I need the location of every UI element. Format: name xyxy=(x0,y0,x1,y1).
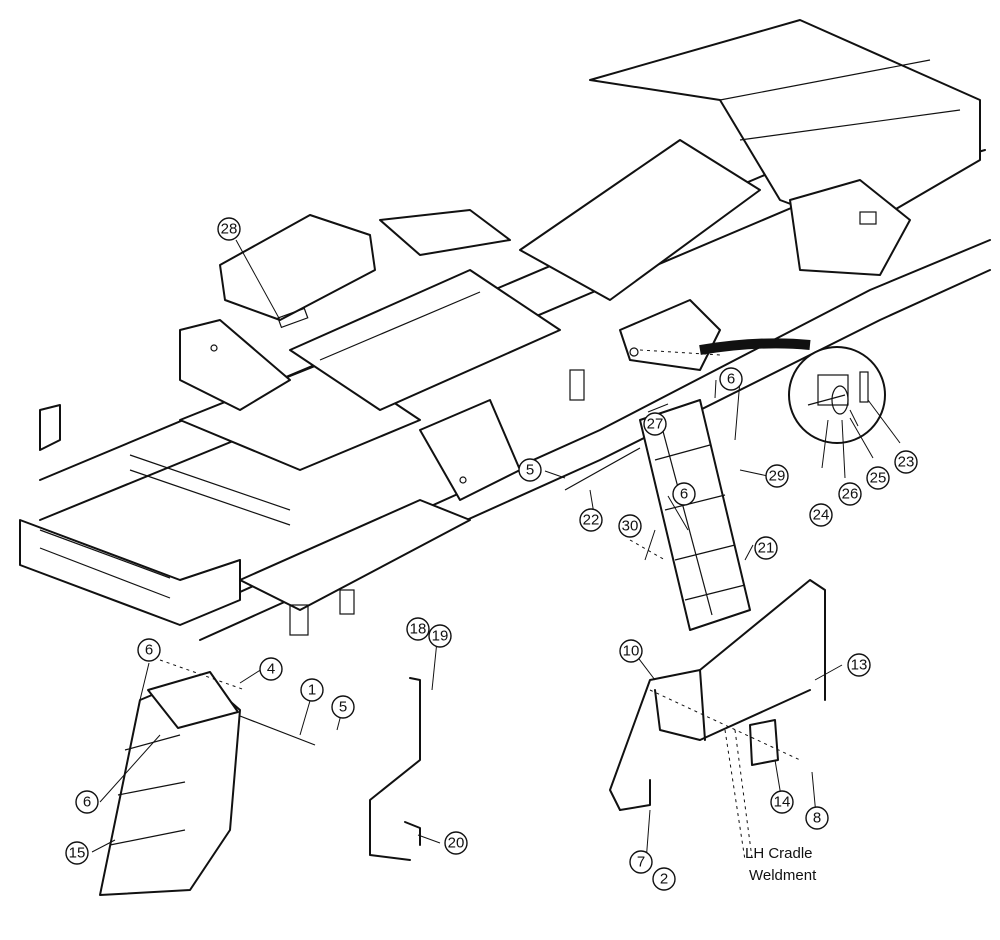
svg-text:18: 18 xyxy=(410,621,427,638)
svg-text:7: 7 xyxy=(637,854,645,871)
svg-text:23: 23 xyxy=(898,454,915,471)
callout-5: 5 xyxy=(331,695,355,719)
svg-text:5: 5 xyxy=(339,699,347,716)
callout-27: 27 xyxy=(643,412,667,436)
leader-lines xyxy=(91,239,901,863)
svg-text:6: 6 xyxy=(727,371,735,388)
main-frame xyxy=(19,19,991,641)
svg-text:2: 2 xyxy=(660,871,668,888)
callout-26: 26 xyxy=(838,482,862,506)
svg-text:14: 14 xyxy=(774,794,791,811)
svg-text:5: 5 xyxy=(526,462,534,479)
svg-text:25: 25 xyxy=(870,470,887,487)
svg-text:22: 22 xyxy=(583,512,600,529)
svg-text:24: 24 xyxy=(813,507,830,524)
svg-text:30: 30 xyxy=(622,518,639,535)
callout-19: 19 xyxy=(428,624,452,648)
svg-text:8: 8 xyxy=(813,810,821,827)
svg-text:26: 26 xyxy=(842,486,859,503)
svg-text:20: 20 xyxy=(448,835,465,852)
callout-10: 10 xyxy=(619,639,643,663)
pivot-detail xyxy=(699,338,886,444)
callout-8: 8 xyxy=(805,806,829,830)
callout-13: 13 xyxy=(847,653,871,677)
svg-text:4: 4 xyxy=(267,661,275,678)
svg-text:6: 6 xyxy=(83,794,91,811)
svg-text:13: 13 xyxy=(851,657,868,674)
svg-text:6: 6 xyxy=(145,642,153,659)
callout-6: 6 xyxy=(672,482,696,506)
svg-text:19: 19 xyxy=(432,628,449,645)
note-line-2: Weldment xyxy=(749,867,817,884)
callout-18: 18 xyxy=(406,617,430,641)
svg-text:29: 29 xyxy=(769,468,786,485)
callout-28: 28 xyxy=(217,217,241,241)
callout-21: 21 xyxy=(754,536,778,560)
right-ladder xyxy=(564,399,751,631)
callout-6: 6 xyxy=(75,790,99,814)
svg-text:6: 6 xyxy=(680,486,688,503)
callout-29: 29 xyxy=(765,464,789,488)
svg-text:28: 28 xyxy=(221,221,238,238)
svg-text:15: 15 xyxy=(69,845,86,862)
callout-5: 5 xyxy=(518,458,542,482)
callout-6: 6 xyxy=(137,638,161,662)
callout-6: 6 xyxy=(719,367,743,391)
callout-23: 23 xyxy=(894,450,918,474)
cradle-rail xyxy=(609,579,826,861)
svg-text:21: 21 xyxy=(758,540,775,557)
callout-7: 7 xyxy=(629,850,653,874)
svg-text:1: 1 xyxy=(308,682,316,699)
callout-2: 2 xyxy=(652,867,676,891)
callout-14: 14 xyxy=(770,790,794,814)
callout-20: 20 xyxy=(444,831,468,855)
callout-22: 22 xyxy=(579,508,603,532)
handrail-20 xyxy=(369,677,421,861)
callout-25: 25 xyxy=(866,466,890,490)
callout-24: 24 xyxy=(809,503,833,527)
svg-text:10: 10 xyxy=(623,643,640,660)
callout-1: 1 xyxy=(300,678,324,702)
callout-4: 4 xyxy=(259,657,283,681)
callout-30: 30 xyxy=(618,514,642,538)
left-ladder xyxy=(99,659,316,896)
svg-text:27: 27 xyxy=(647,416,664,433)
callout-15: 15 xyxy=(65,841,89,865)
note-line-1: LH Cradle xyxy=(745,845,813,862)
